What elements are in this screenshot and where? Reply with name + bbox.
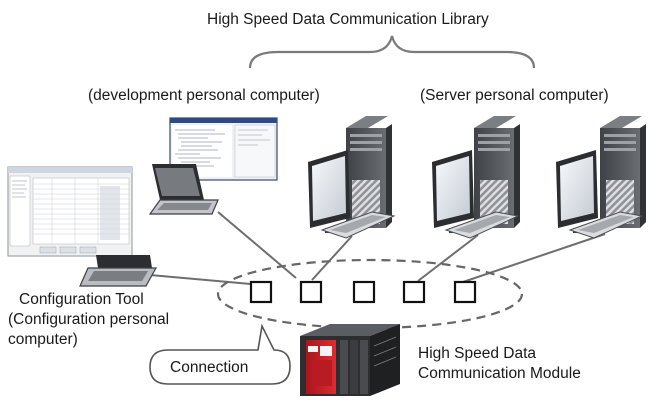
connection-bubble	[149, 323, 291, 385]
config-tool-label: Configuration Tool (Configuration person…	[8, 290, 169, 350]
config-laptop	[7, 166, 158, 287]
port-4	[402, 280, 426, 304]
network-ellipse	[216, 258, 524, 330]
library-brace	[248, 35, 536, 69]
module-label: High Speed Data Communication Module	[418, 344, 581, 384]
config-tool-label-line3: computer)	[8, 331, 78, 348]
module-label-line2: Communication Module	[418, 365, 581, 382]
port-3	[352, 280, 376, 304]
library-label: High Speed Data Communication Library	[207, 11, 489, 28]
port-2	[299, 280, 323, 304]
config-tool-label-line1: Configuration Tool	[19, 291, 144, 308]
port-1	[249, 280, 273, 304]
config-tool-label-line2: (Configuration personal	[8, 311, 170, 328]
server-pc-label: (Server personal computer)	[420, 87, 609, 104]
module-label-line1: High Speed Data	[418, 345, 537, 362]
dev-laptop	[148, 117, 278, 215]
connection-lines	[149, 211, 606, 286]
server-pc-1	[308, 116, 396, 239]
port-5	[453, 280, 477, 304]
plc-module	[300, 324, 400, 396]
port-group	[249, 280, 477, 304]
server-pc-3	[556, 116, 646, 239]
development-pc-label: (development personal computer)	[88, 87, 320, 104]
server-pc-2	[432, 116, 520, 239]
connection-label: Connection	[170, 359, 249, 376]
